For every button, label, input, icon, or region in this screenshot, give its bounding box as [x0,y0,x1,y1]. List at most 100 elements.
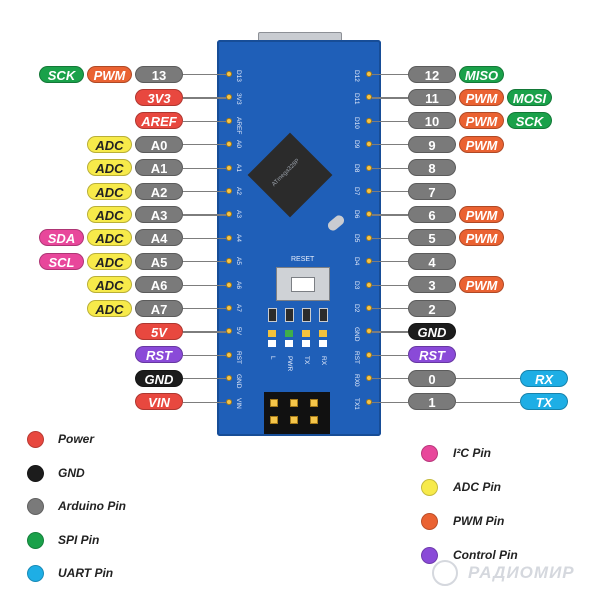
silk-label: D2 [353,304,360,313]
pin-tag-ard: A1 [135,159,183,177]
leader-line [183,191,226,193]
legend-dot-uart [27,565,44,582]
pin-hole [366,258,372,265]
led-label: PWR [286,356,293,372]
leader-line [183,261,226,263]
pin-tag-adc: ADC [87,276,132,294]
silk-label: RST [235,350,242,364]
silk-label: D4 [353,257,360,266]
leader-line [372,144,408,146]
pin-tag-power: 3V3 [135,88,183,106]
pin-tag-i2c: SDA [39,229,84,247]
leader-line [183,74,226,76]
pin-hole [226,375,232,382]
pin-tag-power: VIN [135,393,183,411]
pin-tag-ard: 2 [408,299,456,317]
pin-tag-ard: 1 [408,393,456,411]
leader-line [372,308,408,310]
leader-line [183,308,226,310]
legend-label: UART Pin [58,566,114,580]
pin-tag-ard: 10 [408,112,456,130]
pin-hole [366,351,372,358]
leader-line [183,237,226,239]
pin-tag-ard: A3 [135,205,183,223]
leader-line [183,378,226,380]
pin-tag-pwm: PWM [459,205,504,223]
leader-line [183,284,226,286]
status-led [301,340,310,347]
silk-label: AREF [235,116,242,135]
legend-dot-spi [27,531,44,549]
pin-tag-ard: 9 [408,135,456,153]
pin-tag-i2c: SCL [39,252,84,270]
icsp-pin [270,416,278,424]
silk-label: TX1 [353,397,360,410]
pin-tag-pwm: PWM [459,112,504,130]
leader-line [183,144,226,146]
silk-label: GND [353,327,360,342]
pin-tag-power: AREF [135,112,183,130]
pin-tag-ard: 11 [408,88,456,106]
smd-resistor [285,308,294,322]
silk-label: D9 [353,140,360,149]
pin-tag-power: 5V [135,322,183,340]
pin-hole [366,164,372,171]
leader-line [372,378,408,380]
pin-tag-pwm: PWM [87,65,132,83]
pin-tag-ard: 0 [408,369,456,387]
legend-label: Arduino Pin [58,499,126,513]
pin-tag-pwm: PWM [459,229,504,247]
icsp-pin [290,416,298,424]
arduino-nano-board [217,40,381,436]
pin-hole [366,398,372,405]
pin-hole [366,211,372,218]
silk-label: GND [235,374,242,389]
pin-hole [226,328,232,335]
pin-tag-ard: A2 [135,182,183,200]
leader-line [372,354,408,356]
silk-label: A0 [235,140,242,149]
watermark: РАДИОМИР [468,563,575,582]
legend-label: I²C Pin [453,446,491,460]
icsp-pin [290,399,298,407]
pin-tag-gnd: GND [135,369,183,387]
pin-tag-ard: 8 [408,159,456,177]
pin-tag-adc: ADC [87,182,132,200]
legend-dot-power [27,431,44,448]
status-led [284,330,293,337]
leader-line [372,167,408,169]
silk-label: A5 [235,257,242,266]
legend-label: GND [58,465,85,480]
legend-label: ADC Pin [453,480,501,494]
silk-label: A6 [235,280,242,289]
leader-line [372,284,408,286]
leader-line [183,167,226,169]
silk-label: D6 [353,210,360,219]
icsp-pin [310,399,318,407]
pin-tag-adc: ADC [87,205,132,223]
pin-tag-pwm: PWM [459,276,504,294]
pin-tag-ard: A0 [135,135,183,153]
pin-tag-ard: 4 [408,252,456,270]
leader-line [183,401,226,403]
pin-tag-adc: ADC [87,299,132,317]
reset-label: RESET [291,256,315,263]
pin-tag-gnd: GND [408,322,456,340]
pin-hole [226,117,232,124]
silk-label: RX0 [353,374,360,387]
silk-label: D12 [353,70,360,82]
pin-tag-ard: A5 [135,252,183,270]
pin-tag-ard: 6 [408,205,456,223]
pin-tag-ard: 12 [408,65,456,83]
pin-hole [366,234,372,241]
legend-dot-pwm [421,513,438,530]
legend-dot-i2c [421,445,438,462]
leader-line [372,191,408,193]
pin-tag-adc: ADC [87,229,132,247]
pin-hole [366,71,372,77]
silk-label: RST [353,350,360,364]
silk-label: D7 [353,187,360,196]
leader-line [183,354,226,356]
status-led [267,340,276,347]
